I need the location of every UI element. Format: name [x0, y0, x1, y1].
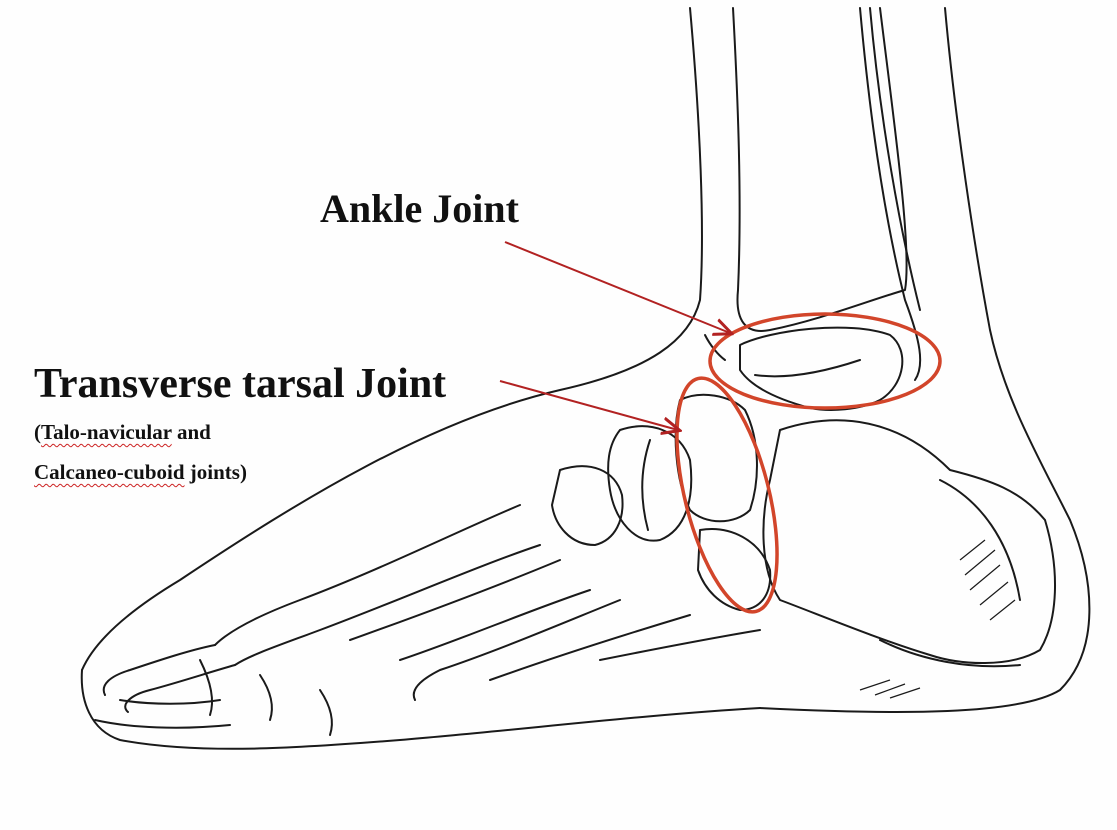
metatarsal-2	[350, 560, 560, 640]
transverse-tarsal-joint-label: Transverse tarsal Joint	[34, 360, 446, 408]
fibula-bone	[860, 8, 920, 380]
leg-outline-back	[760, 8, 1089, 712]
transverse-tarsal-ellipse	[657, 368, 797, 621]
and-text: and	[172, 420, 211, 444]
calcaneo-cuboid-text: Calcaneo-cuboid	[34, 460, 185, 484]
ankle-joint-label: Ankle Joint	[320, 185, 519, 232]
tibia-bone	[733, 8, 907, 331]
transverse-tarsal-subtitle-line-2: Calcaneo-cuboid joints)	[34, 460, 247, 485]
talo-navicular-text: Talo-navicular	[41, 420, 172, 444]
leg-outline-front	[82, 8, 702, 670]
joints-text: joints)	[185, 460, 247, 484]
metatarsal-5	[414, 600, 620, 700]
calcaneus-bone	[763, 420, 1055, 663]
cuneiform-bone-2	[552, 466, 623, 545]
transverse-tarsal-subtitle-line-1: (Talo-navicular and	[34, 420, 211, 445]
talus-bone	[740, 328, 902, 410]
ankle-joint-arrow	[505, 242, 730, 333]
metatarsal-1	[215, 505, 520, 645]
open-paren: (	[34, 420, 41, 444]
transverse-tarsal-arrow	[500, 381, 678, 430]
heel-hatching	[860, 540, 1015, 698]
